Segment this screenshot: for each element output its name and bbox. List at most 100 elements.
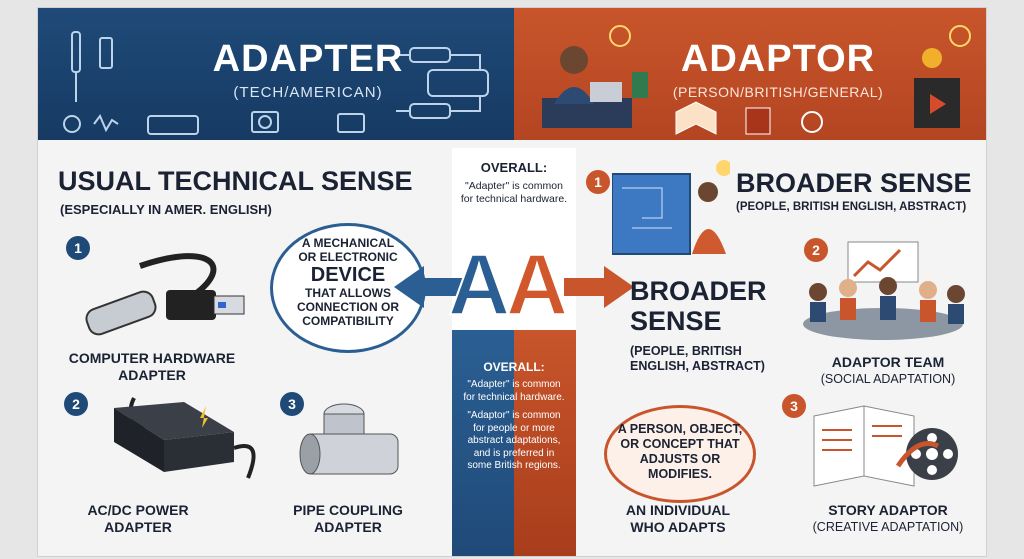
open-book-icon [675,101,717,135]
device-def-big: DEVICE [310,264,386,286]
person-def-line-1: A PERSON, OBJECT, [617,422,743,436]
adapter-title: ADAPTER [212,38,404,80]
person-definition-text: A PERSON, OBJECT, OR CONCEPT THAT ADJUST… [608,422,752,482]
story-adaptor-subcaption: (CREATIVE ADAPTATION) [812,520,964,534]
left-arrow-icon [394,266,464,308]
coin-icon [922,48,942,68]
book-icon [745,107,771,135]
broader-sub-line-1: (PEOPLE, BRITISH [630,344,742,358]
usb-cable-icon [71,31,81,73]
power-adapter-caption-2: ADAPTER [104,519,172,535]
overall-bottom-line-1: "Adapter" is common [467,379,561,390]
power-adapter-caption-1: AC/DC POWER [87,502,189,518]
story-book-film-icon [813,405,958,487]
pipe-coupling-caption-1: PIPE COUPLING [293,502,403,518]
broader-big-line-1: BROADER [630,276,767,306]
idea-bulb-icon [716,160,730,176]
idea-bulb-icon [949,25,971,47]
overall-top-line-1: "Adapter" is common [465,180,563,192]
pipe-coupling-icon [299,403,399,475]
blue-ribbon [452,330,514,556]
overall-bottom-body: "Adapter" is common for technical hardwa… [456,379,572,473]
device-def-line-2: OR ELECTRONIC [298,250,398,264]
overall-bottom-line-6: and is preferred in [473,447,555,459]
gear-icon [801,111,823,133]
computer-hardware-caption-1: COMPUTER HARDWARE [68,350,236,366]
right-item-1-badge: 1 [586,170,610,194]
overall-bottom-line-2: for technical hardware. [463,391,565,403]
globe-icon [258,115,272,129]
letter-a-blue: A [447,237,511,333]
person-def-line-2: OR CONCEPT THAT [620,437,740,451]
adaptor-team-caption: ADAPTOR TEAM [831,354,945,370]
plant-icon [632,72,648,98]
adaptor-title: ADAPTOR [680,38,876,80]
gear-icon [63,115,81,133]
individual-caption-2: WHO ADAPTS [630,519,726,535]
pulse-icon [93,114,119,133]
person-body-icon [554,87,594,104]
broader-sub-line-2: ENGLISH, ABSTRACT) [630,359,765,373]
blueprint-person-icon [612,160,730,255]
team-meeting-icon [803,241,965,340]
power-brick-icon [114,397,256,479]
right-item-2-badge: 2 [804,238,828,262]
broader-big-line-2: SENSE [630,306,722,336]
usb-cable-icon [85,253,245,336]
adapter-box-icon [427,69,489,97]
item-3-badge: 3 [280,392,304,416]
item-1-badge: 1 [66,236,90,260]
person-icons [542,25,971,135]
adaptor-subtitle: (PERSON/BRITISH/GENERAL) [672,84,884,100]
computer-hardware-caption-2: ADAPTER [118,367,186,383]
overall-bottom-line-5: abstract adaptations, [467,435,561,446]
adapter-subtitle: (TECH/AMERICAN) [233,84,383,101]
device-def-line-5: COMPATIBILITY [302,314,394,328]
broader-sense-heading: BROADER SENSE [736,168,972,198]
broader-sense-big: BROADER SENSE [630,276,767,336]
person-definition-bubble [604,405,756,503]
technical-sense-heading: USUAL TECHNICAL SENSE [58,166,413,196]
monitor-icon [251,111,279,133]
overall-top-heading: OVERALL: [480,160,548,175]
person-def-line-4: MODIFIES. [648,467,712,481]
laptop-icon [590,82,622,102]
overall-bottom-line-4: for people or more [473,422,555,434]
chart-board-icon [847,241,919,283]
overall-bottom-line-3: "Adaptor" is common [467,410,561,421]
adapter-banner: ADAPTER (TECH/AMERICAN) [38,8,514,140]
connector-bottom-icon [409,103,451,119]
overall-top-line-2: for technical hardware. [460,193,568,205]
device-def-line-3: THAT ALLOWS [305,286,391,300]
item-2-badge: 2 [64,392,88,416]
pipe-coupling-caption-2: ADAPTER [314,519,382,535]
broader-sense-subheading: (PEOPLE, BRITISH ENGLISH, ABSTRACT) [736,201,967,213]
adaptor-banner: ADAPTOR (PERSON/BRITISH/GENERAL) [514,8,986,140]
device-def-line-1: A MECHANICAL [301,236,395,250]
direction-arrows [394,266,634,308]
right-arrow-icon [564,266,634,308]
person-head-icon [560,46,588,74]
overall-top-body: "Adapter" is common for technical hardwa… [456,180,572,206]
story-adaptor-caption: STORY ADAPTOR [828,502,948,518]
connector-wires [396,54,481,112]
laptop-icon [337,113,365,133]
individual-caption-1: AN INDIVIDUAL [625,502,731,518]
person-def-line-3: ADJUSTS OR [639,452,721,466]
technical-sense-subheading: (ESPECIALLY IN AMER. ENGLISH) [60,202,272,217]
device-def-line-4: CONNECTION OR [297,300,399,314]
right-item-3-badge: 3 [782,394,806,418]
letter-a-orange: A [505,237,569,333]
lightbulb-icon [609,25,631,47]
device-definition-text: A MECHANICAL OR ELECTRONIC DEVICE THAT A… [276,236,420,328]
broader-sense-big-sub: (PEOPLE, BRITISH ENGLISH, ABSTRACT) [630,344,765,374]
play-icon [930,94,946,114]
chip-icon [147,115,199,135]
infographic-poster: ADAPTER (TECH/AMERICAN) ADAPTOR (PERSON/ [38,8,986,556]
overall-bottom-line-7: some British regions. [467,460,561,471]
usb-plug-icon [99,37,113,69]
adaptor-team-subcaption: (SOCIAL ADAPTATION) [820,372,956,386]
overall-bottom-heading: OVERALL: [483,360,545,374]
tech-icons [63,31,489,135]
orange-ribbon [514,330,576,556]
